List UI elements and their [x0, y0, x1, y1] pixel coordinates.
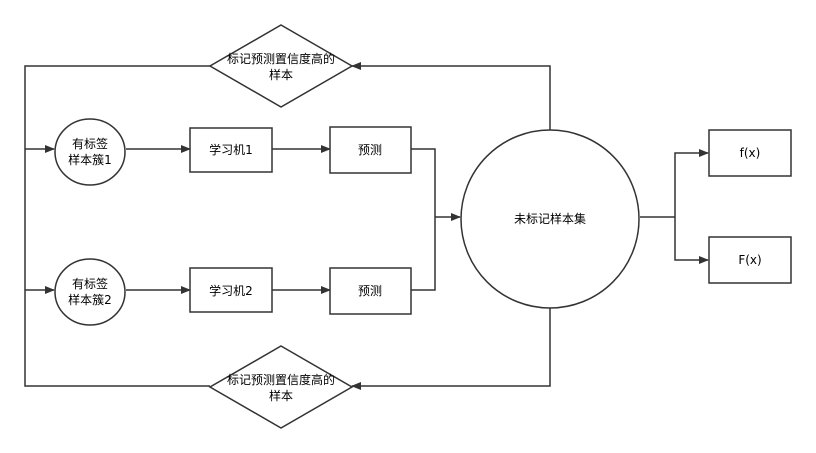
predict2-shape [329, 267, 412, 315]
edge-diamond-bottom-to-bus [24, 290, 210, 387]
output-f-label: f(x) [740, 146, 761, 160]
cluster2-shape [54, 258, 126, 326]
predict1-label: 预测 [358, 143, 382, 157]
output-F-shape [708, 236, 792, 284]
diamond-bottom-label-line2: 样本 [269, 388, 293, 403]
cluster2-label-line1: 有标签 [72, 276, 108, 291]
diamond-top-label-line2: 样本 [269, 67, 293, 82]
predict1-shape [329, 126, 412, 174]
edge-unlabeled-to-diamond-bottom [351, 307, 551, 390]
unlabeled-set-label: 未标记样本集 [514, 211, 586, 226]
learner1-shape [189, 127, 273, 173]
output-f-shape [708, 129, 792, 177]
output-F-label: F(x) [738, 253, 761, 267]
diamond-top-label-line1: 标记预测置信度高的 [227, 51, 335, 66]
cluster2-label-line2: 样本簇2 [68, 292, 112, 307]
edge-split-to-F [674, 217, 709, 264]
diamond-bottom-label-line1: 标记预测置信度高的 [227, 372, 335, 387]
learner2-label: 学习机2 [209, 283, 253, 298]
edge-diamond-top-to-bus [24, 65, 210, 290]
learner1-label: 学习机1 [209, 142, 253, 157]
diamond-bottom-shape [208, 345, 354, 429]
unlabeled-set-shape [460, 129, 640, 309]
cluster1-label-line2: 样本簇1 [68, 152, 112, 167]
cluster1-shape [54, 118, 126, 186]
edge-unlabeled-to-diamond-top [351, 62, 551, 130]
learner2-shape [189, 267, 273, 313]
diamond-top-shape [208, 24, 354, 108]
cluster1-label-line1: 有标签 [72, 136, 108, 151]
edge-predict1-to-merge [411, 148, 436, 291]
edge-split-to-f [674, 149, 709, 217]
predict2-label: 预测 [358, 284, 382, 298]
